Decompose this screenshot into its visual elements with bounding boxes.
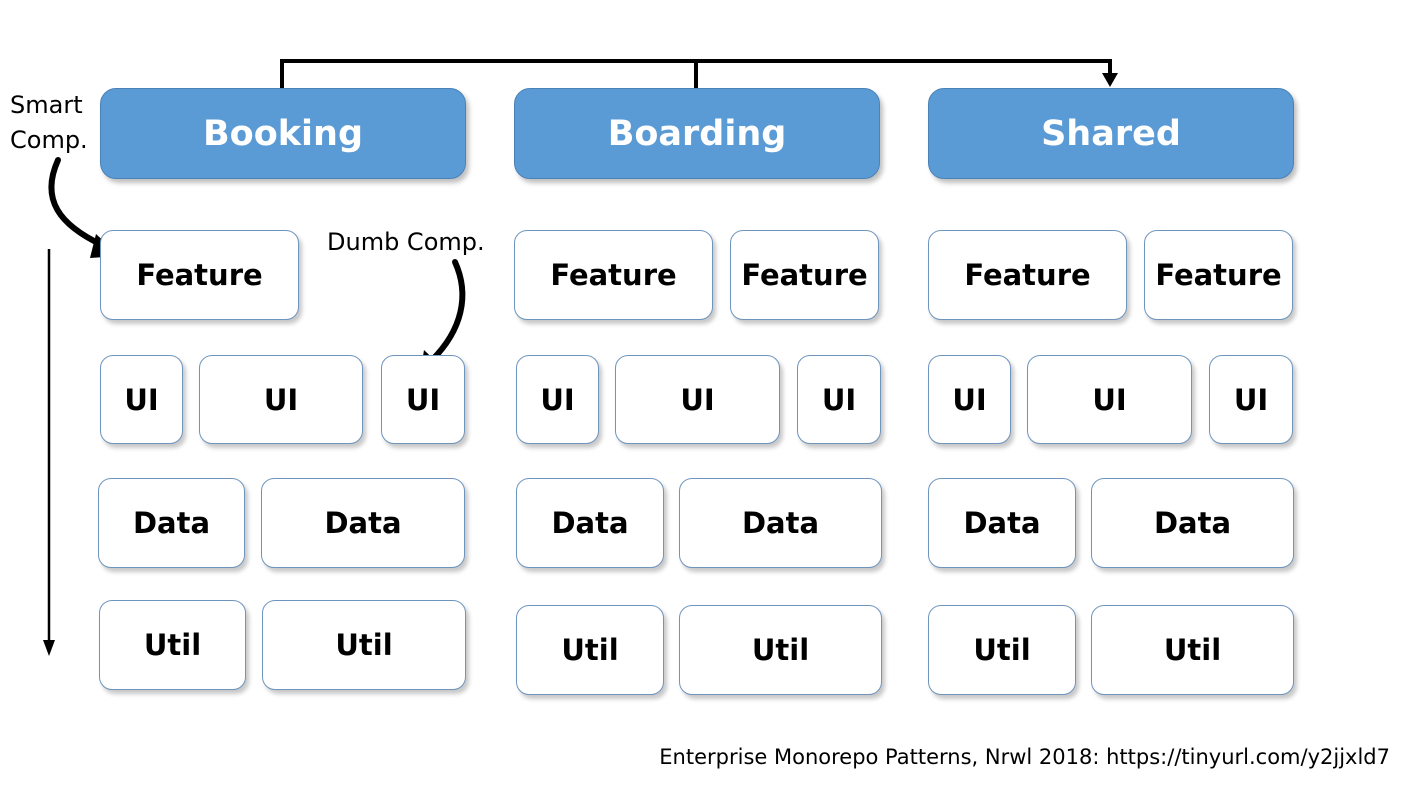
booking-ui-box: UI (199, 355, 363, 444)
layer-direction-arrowhead (43, 640, 55, 656)
boarding-ui-box: UI (797, 355, 881, 444)
booking-feature-box: Feature (100, 230, 299, 320)
shared-ui-box: UI (1209, 355, 1293, 444)
source-citation: Enterprise Monorepo Patterns, Nrwl 2018:… (659, 745, 1390, 769)
booking-util-box: Util (99, 600, 246, 690)
smart-comp-label: Smart Comp. (10, 91, 88, 154)
boarding-header: Boarding (514, 88, 880, 179)
smart-comp-arrow (48, 157, 105, 248)
boarding-feature-box: Feature (514, 230, 713, 320)
boarding-data-box: Data (516, 478, 664, 568)
booking-ui-box: UI (381, 355, 465, 444)
boarding-util-box: Util (679, 605, 882, 695)
booking-ui-box: UI (100, 355, 183, 444)
booking-data-box: Data (98, 478, 245, 568)
dependency-arrowhead (1102, 73, 1118, 87)
dumb-comp-arrow (429, 259, 466, 363)
shared-ui-box: UI (928, 355, 1011, 444)
shared-ui-box: UI (1027, 355, 1192, 444)
shared-feature-box: Feature (1144, 230, 1293, 320)
boarding-ui-box: UI (615, 355, 780, 444)
shared-feature-box: Feature (928, 230, 1127, 320)
shared-header: Shared (928, 88, 1294, 179)
dumb-comp-label: Dumb Comp. (327, 228, 485, 256)
shared-util-box: Util (928, 605, 1076, 695)
booking-header: Booking (100, 88, 466, 179)
boarding-feature-box: Feature (730, 230, 879, 320)
boarding-data-box: Data (679, 478, 882, 568)
boarding-util-box: Util (516, 605, 664, 695)
booking-data-box: Data (261, 478, 465, 568)
shared-util-box: Util (1091, 605, 1294, 695)
shared-data-box: Data (928, 478, 1076, 568)
shared-data-box: Data (1091, 478, 1294, 568)
booking-util-box: Util (262, 600, 466, 690)
boarding-ui-box: UI (516, 355, 599, 444)
